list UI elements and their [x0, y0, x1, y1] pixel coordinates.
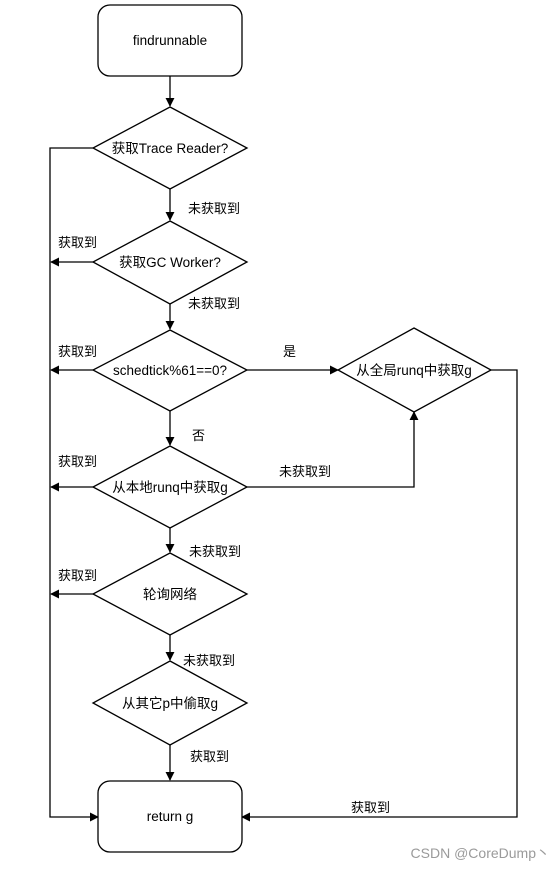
- edge-label-steal-got: 获取到: [190, 749, 229, 764]
- trace-reader-decision: [91, 106, 249, 190]
- steal-label: 从其它p中偷取g: [122, 695, 218, 711]
- schedtick-decision: [91, 329, 249, 412]
- edge-local-miss: [247, 411, 419, 488]
- netpoll-label: 轮询网络: [143, 587, 197, 602]
- global-runq-label: 从全局runq中获取g: [356, 362, 472, 378]
- edge-label-local-next: 未获取到: [189, 544, 241, 559]
- local-runq-node: [91, 445, 249, 529]
- edge-label-net-got: 获取到: [58, 568, 97, 583]
- start-label: findrunnable: [133, 33, 207, 48]
- end-label: return g: [147, 809, 194, 824]
- edge-label-net-next: 未获取到: [183, 653, 235, 668]
- schedtick-label: schedtick%61==0?: [113, 363, 227, 378]
- watermark: CSDN @CoreDump丶: [411, 845, 550, 861]
- edge-label-sched-yes: 是: [283, 344, 296, 359]
- end-node: [97, 780, 243, 853]
- gc-worker-decision: [91, 220, 249, 305]
- edge-label-local-got: 获取到: [58, 454, 97, 469]
- start-node: [97, 4, 243, 77]
- edge-left-trunk: [49, 147, 99, 822]
- local-runq-label: 从本地runq中获取g: [112, 480, 228, 495]
- edge-label-global-got: 获取到: [351, 800, 390, 815]
- edge-label-sched-got: 获取到: [58, 344, 97, 359]
- gc-worker-label: 获取GC Worker?: [119, 255, 221, 270]
- netpoll-node: [91, 552, 249, 636]
- trace-reader-label: 获取Trace Reader?: [112, 141, 229, 156]
- edge-label-gc-next: 未获取到: [188, 296, 240, 311]
- edge-global-got: [241, 369, 518, 822]
- steal-node: [91, 660, 249, 746]
- edge-label-trace-next: 未获取到: [188, 201, 240, 216]
- global-runq-node: [336, 327, 493, 413]
- edge-label-gc-got: 获取到: [58, 235, 97, 250]
- edge-label-sched-no: 否: [192, 428, 205, 443]
- edge-label-local-miss: 未获取到: [279, 464, 331, 479]
